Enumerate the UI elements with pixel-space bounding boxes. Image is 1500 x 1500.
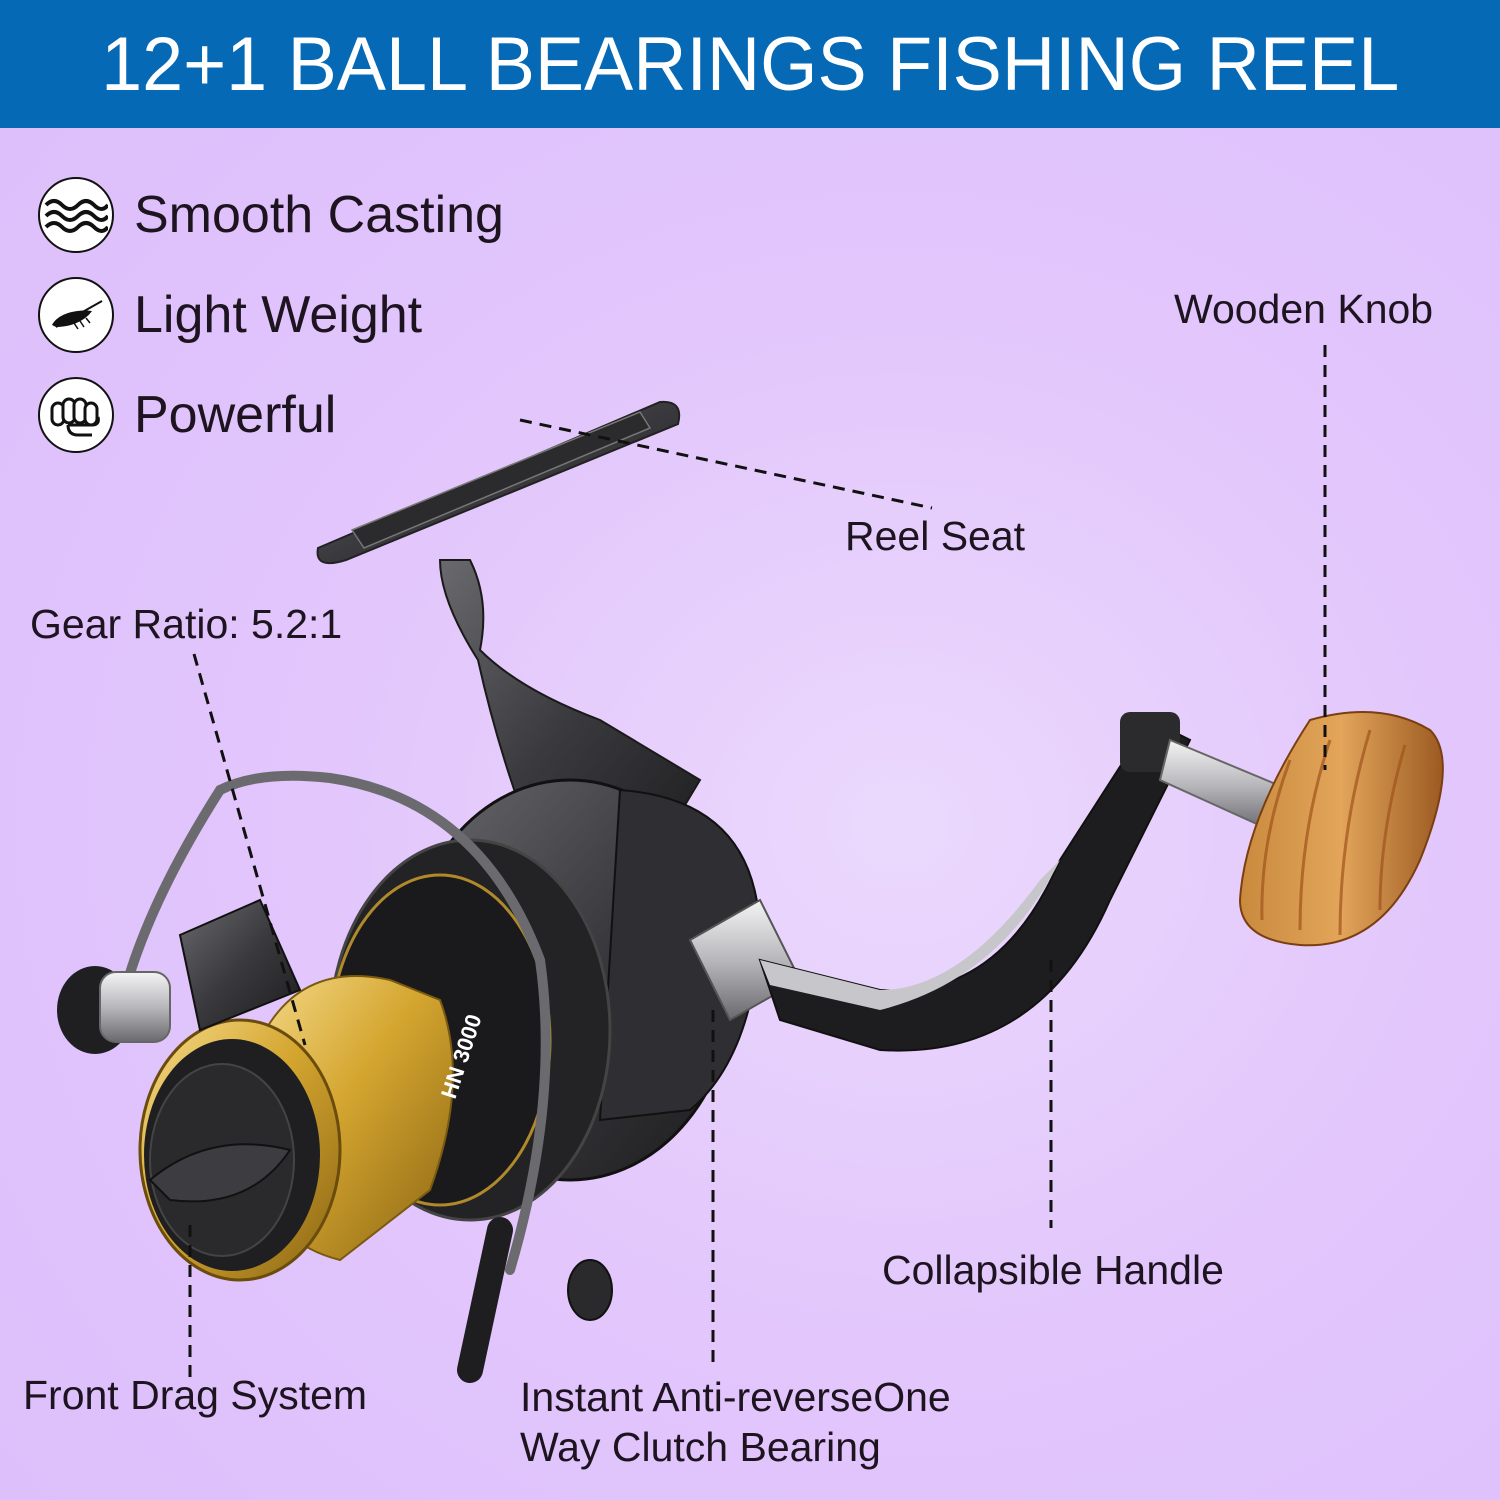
callout-leader-lines bbox=[188, 345, 1327, 1378]
callout-front-drag: Front Drag System bbox=[23, 1372, 368, 1418]
feature-powerful: Powerful bbox=[38, 365, 504, 465]
feature-list: Smooth Casting Light Weight Powerful bbox=[38, 165, 504, 465]
wooden-knob bbox=[1238, 711, 1444, 947]
fist-icon bbox=[38, 377, 114, 453]
callout-gear-ratio: Gear Ratio: 5.2:1 bbox=[30, 601, 343, 647]
drag-knob bbox=[148, 1063, 295, 1257]
feature-label: Smooth Casting bbox=[134, 186, 504, 244]
callout-anti-reverse-line2: Way Clutch Bearing bbox=[520, 1424, 881, 1470]
line-roller bbox=[57, 898, 302, 1054]
callout-collapsible-handle: Collapsible Handle bbox=[882, 1247, 1224, 1293]
page-title: 12+1 BALL BEARINGS FISHING REEL bbox=[100, 21, 1400, 107]
feature-label: Powerful bbox=[134, 386, 337, 444]
reel-seat bbox=[316, 400, 681, 564]
title-banner: 12+1 BALL BEARINGS FISHING REEL bbox=[0, 0, 1500, 128]
feather-icon bbox=[38, 277, 114, 353]
callout-anti-reverse-line1: Instant Anti-reverseOne bbox=[520, 1374, 951, 1420]
collapsible-handle bbox=[688, 712, 1292, 1052]
callout-reel-seat: Reel Seat bbox=[845, 513, 1026, 559]
bail-arm bbox=[120, 770, 551, 1275]
feature-smooth-casting: Smooth Casting bbox=[38, 165, 504, 265]
feature-light-weight: Light Weight bbox=[38, 265, 504, 365]
callout-anti-reverse: Instant Anti-reverseOne Way Clutch Beari… bbox=[520, 1372, 951, 1472]
callout-wooden-knob: Wooden Knob bbox=[1174, 286, 1434, 332]
feature-label: Light Weight bbox=[134, 286, 423, 344]
waves-icon bbox=[38, 177, 114, 253]
